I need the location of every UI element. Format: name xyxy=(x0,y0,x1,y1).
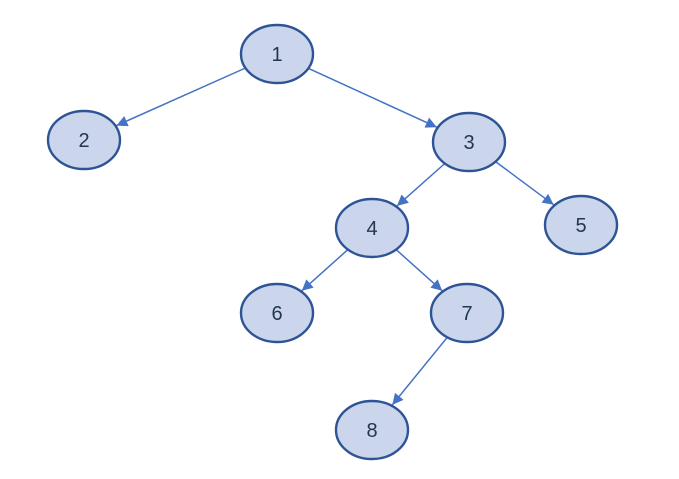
edge-1-3 xyxy=(307,67,438,128)
node-1[interactable]: 1 xyxy=(239,23,315,85)
node-3-shape[interactable] xyxy=(431,111,507,173)
node-5-label: 5 xyxy=(575,215,586,237)
edge-7-8 xyxy=(391,336,448,406)
node-4-label: 4 xyxy=(366,218,377,240)
node-3-label: 3 xyxy=(463,132,474,154)
edge-3-5 xyxy=(495,160,555,206)
node-7-shape[interactable] xyxy=(429,282,505,344)
edge-4-6 xyxy=(301,249,349,292)
node-5-shape[interactable] xyxy=(543,194,619,256)
edge-4-7 xyxy=(395,249,443,292)
edge-3-4 xyxy=(396,162,446,207)
node-1-label: 1 xyxy=(271,44,282,66)
node-8-shape[interactable] xyxy=(334,399,410,461)
node-6-shape[interactable] xyxy=(239,282,315,344)
node-6[interactable]: 6 xyxy=(239,282,315,344)
node-6-label: 6 xyxy=(271,303,282,325)
edge-1-2 xyxy=(116,67,246,127)
node-2-label: 2 xyxy=(78,130,89,152)
node-8-label: 8 xyxy=(366,420,377,442)
node-2[interactable]: 2 xyxy=(46,109,122,171)
nodes-layer: 1 2 3 4 5 6 7 8 xyxy=(46,23,619,461)
node-4[interactable]: 4 xyxy=(334,197,410,259)
node-7-label: 7 xyxy=(461,303,472,325)
node-3[interactable]: 3 xyxy=(431,111,507,173)
node-2-shape[interactable] xyxy=(46,109,122,171)
node-1-shape[interactable] xyxy=(239,23,315,85)
node-7[interactable]: 7 xyxy=(429,282,505,344)
node-4-shape[interactable] xyxy=(334,197,410,259)
edges-layer xyxy=(116,67,555,406)
node-5[interactable]: 5 xyxy=(543,194,619,256)
node-8[interactable]: 8 xyxy=(334,399,410,461)
